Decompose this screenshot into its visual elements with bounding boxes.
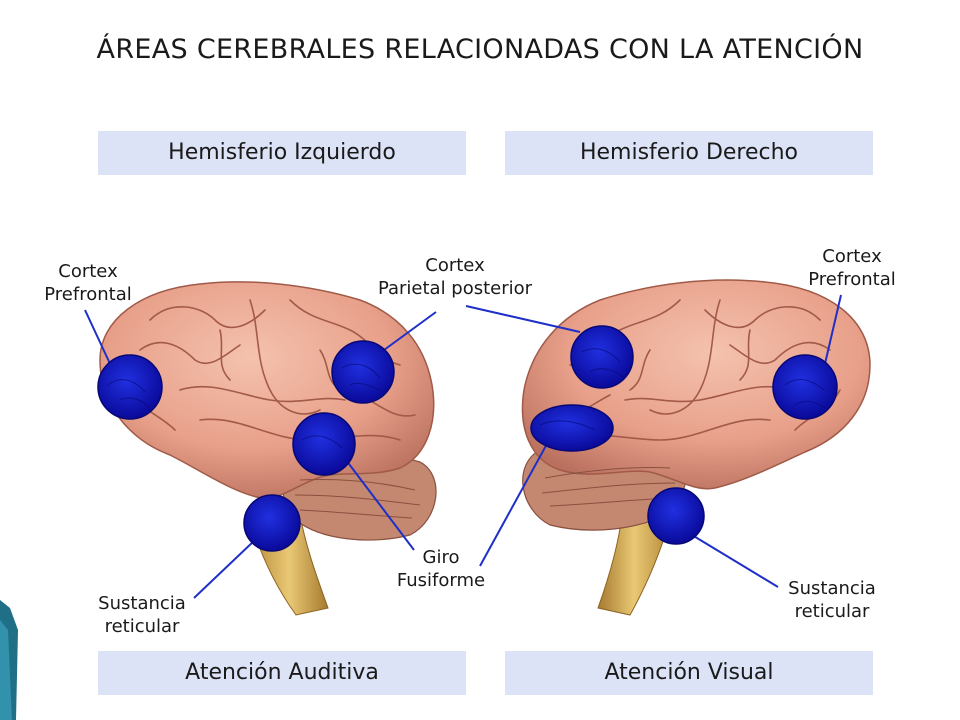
banner-auditory-attention: Atención Auditiva: [98, 651, 466, 695]
marker-right-reticular: [647, 487, 705, 545]
leader-right-reticular: [691, 534, 779, 588]
banner-left-hemisphere: Hemisferio Izquierdo: [98, 131, 466, 175]
label-fusiform-gyrus: Giro Fusiforme: [396, 547, 486, 591]
marker-right-prefrontal: [772, 354, 838, 420]
corner-accent-shape: [0, 600, 18, 720]
marker-left-reticular: [243, 494, 301, 552]
marker-left-prefrontal: [97, 354, 163, 420]
banner-visual-attention: Atención Visual: [505, 651, 873, 695]
label-right-reticular-substance: Sustancia reticular: [788, 578, 876, 622]
label-left-prefrontal-cortex: Cortex Prefrontal: [44, 261, 132, 305]
marker-left-parietal: [331, 340, 395, 404]
marker-right-parietal: [570, 325, 634, 389]
leader-left-prefrontal: [84, 309, 113, 369]
right-brainstem: [597, 514, 671, 616]
leader-fusiforme-left: [345, 459, 415, 551]
banner-right-hemisphere: Hemisferio Derecho: [505, 131, 873, 175]
slide-title: ÁREAS CEREBRALES RELACIONADAS CON LA ATE…: [96, 34, 864, 65]
label-parietal-posterior-cortex: Cortex Parietal posterior: [377, 255, 533, 299]
marker-left-fusiform: [292, 412, 356, 476]
label-right-prefrontal-cortex: Cortex Prefrontal: [808, 246, 896, 290]
leader-left-reticular: [193, 539, 256, 599]
label-left-reticular-substance: Sustancia reticular: [98, 593, 186, 637]
leader-parietal-right: [465, 305, 581, 333]
leader-right-prefrontal: [823, 294, 842, 369]
marker-right-fusiform: [530, 404, 614, 452]
leader-fusiforme-right: [479, 441, 549, 567]
leader-parietal-left: [383, 311, 437, 351]
